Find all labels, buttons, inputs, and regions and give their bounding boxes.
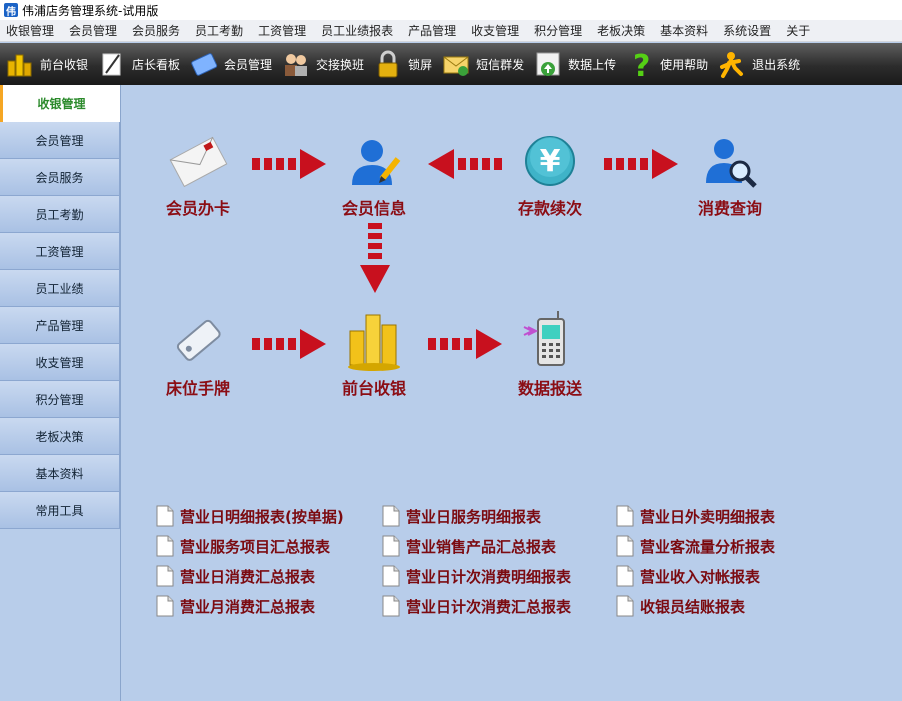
toolbar-manager-board-button[interactable]: 店长看板: [96, 43, 180, 85]
menu-points[interactable]: 积分管理: [534, 24, 583, 38]
lock-icon: [372, 48, 404, 80]
sidebar-item-cashier[interactable]: 收银管理: [0, 85, 120, 122]
card-icon: [188, 48, 220, 80]
people-icon: [280, 48, 312, 80]
report-customer-flow-analysis[interactable]: 营业客流量分析报表: [616, 535, 775, 557]
tag-icon: [166, 309, 230, 373]
pencil-icon: [96, 48, 128, 80]
toolbar-sms-button[interactable]: 短信群发: [440, 43, 524, 85]
report-monthly-consumption-summary[interactable]: 营业月消费汇总报表: [156, 595, 315, 617]
sidebar-item-points[interactable]: 积分管理: [0, 381, 120, 418]
toolbar: 前台收银 店长看板 会员管理 交接换班 锁屏 短信群发 数据上传: [0, 43, 902, 85]
upload-icon: [532, 48, 564, 80]
report-daily-count-consumption-detail[interactable]: 营业日计次消费明细报表: [382, 565, 571, 587]
menu-member-service[interactable]: 会员服务: [132, 24, 181, 38]
flow-consumption-query[interactable]: 消费查询: [698, 129, 762, 219]
sidebar-item-tools[interactable]: 常用工具: [0, 492, 120, 529]
toolbar-upload-button[interactable]: 数据上传: [532, 43, 616, 85]
report-daily-detail-by-receipt[interactable]: 营业日明细报表(按单据): [156, 505, 344, 527]
menu-attendance[interactable]: 员工考勤: [195, 24, 244, 38]
document-icon: [382, 565, 400, 587]
sidebar-item-income-expense[interactable]: 收支管理: [0, 344, 120, 381]
mobile-phone-icon: [518, 309, 582, 373]
menu-about[interactable]: 关于: [786, 24, 811, 38]
flow-data-send[interactable]: 数据报送: [518, 309, 582, 399]
sidebar-item-product[interactable]: 产品管理: [0, 307, 120, 344]
sidebar-item-performance[interactable]: 员工业绩: [0, 270, 120, 307]
arrow-card-to-info: [252, 149, 326, 179]
menu-salary[interactable]: 工资管理: [258, 24, 307, 38]
sidebar-item-basic-data[interactable]: 基本资料: [0, 455, 120, 492]
toolbar-exit-button[interactable]: 退出系统: [716, 43, 800, 85]
document-icon: [382, 505, 400, 527]
document-icon: [156, 505, 174, 527]
user-search-icon: [698, 129, 762, 193]
window-title: 伟浦店务管理系统-试用版: [22, 3, 159, 18]
toolbar-member-button[interactable]: 会员管理: [188, 43, 272, 85]
svg-text:?: ?: [633, 49, 650, 79]
arrow-info-to-cashier: [360, 223, 390, 293]
report-cashier-settlement[interactable]: 收银员结账报表: [616, 595, 745, 617]
document-icon: [156, 565, 174, 587]
report-product-sales-summary[interactable]: 营业销售产品汇总报表: [382, 535, 556, 557]
menu-product[interactable]: 产品管理: [408, 24, 457, 38]
main-panel: 会员办卡 会员信息 ¥ 存款续次 消费查询 床位手牌: [122, 85, 902, 701]
envelope-card-icon: [166, 129, 230, 193]
document-icon: [156, 595, 174, 617]
menu-bar: 收银管理 会员管理 会员服务 员工考勤 工资管理 员工业绩报表 产品管理 收支管…: [0, 20, 902, 42]
sidebar-item-member-service[interactable]: 会员服务: [0, 159, 120, 196]
menu-performance-report[interactable]: 员工业绩报表: [321, 24, 394, 38]
app-icon: 伟: [4, 3, 18, 18]
menu-member[interactable]: 会员管理: [69, 24, 118, 38]
menu-settings[interactable]: 系统设置: [723, 24, 772, 38]
report-daily-consumption-summary[interactable]: 营业日消费汇总报表: [156, 565, 315, 587]
arrow-deposit-to-info: [428, 149, 502, 179]
sidebar-item-salary[interactable]: 工资管理: [0, 233, 120, 270]
toolbar-help-button[interactable]: ? 使用帮助: [624, 43, 708, 85]
cash-register-icon: [4, 48, 36, 80]
user-edit-icon: [342, 129, 406, 193]
coins-icon: [342, 309, 406, 373]
toolbar-cashier-button[interactable]: 前台收银: [4, 43, 88, 85]
menu-cashier[interactable]: 收银管理: [6, 24, 55, 38]
help-icon: ?: [624, 48, 656, 80]
title-bar: 伟 伟浦店务管理系统-试用版: [0, 0, 902, 20]
sidebar-item-boss-decision[interactable]: 老板决策: [0, 418, 120, 455]
yuan-coin-icon: ¥: [518, 129, 582, 193]
toolbar-shift-button[interactable]: 交接换班: [280, 43, 364, 85]
report-income-reconciliation[interactable]: 营业收入对帐报表: [616, 565, 760, 587]
sms-icon: [440, 48, 472, 80]
document-icon: [616, 565, 634, 587]
flow-member-info[interactable]: 会员信息: [342, 129, 406, 219]
arrow-cashier-to-send: [428, 329, 502, 359]
menu-basic-data[interactable]: 基本资料: [660, 24, 709, 38]
arrow-tag-to-cashier: [252, 329, 326, 359]
exit-icon: [716, 48, 748, 80]
document-icon: [616, 595, 634, 617]
menu-income-expense[interactable]: 收支管理: [471, 24, 520, 38]
document-icon: [616, 505, 634, 527]
report-daily-takeout-detail[interactable]: 营业日外卖明细报表: [616, 505, 775, 527]
menu-boss-decision[interactable]: 老板决策: [597, 24, 646, 38]
document-icon: [382, 595, 400, 617]
arrow-deposit-to-query: [604, 149, 678, 179]
sidebar-item-attendance[interactable]: 员工考勤: [0, 196, 120, 233]
flow-front-cashier[interactable]: 前台收银: [342, 309, 406, 399]
flow-deposit[interactable]: ¥ 存款续次: [518, 129, 582, 219]
sidebar: 收银管理 会员管理 会员服务 员工考勤 工资管理 员工业绩 产品管理 收支管理 …: [0, 85, 121, 701]
toolbar-lock-button[interactable]: 锁屏: [372, 43, 432, 85]
yuan-symbol: ¥: [539, 143, 561, 179]
report-daily-count-consumption-summary[interactable]: 营业日计次消费汇总报表: [382, 595, 571, 617]
sidebar-item-member[interactable]: 会员管理: [0, 122, 120, 159]
document-icon: [382, 535, 400, 557]
flow-member-card[interactable]: 会员办卡: [166, 129, 230, 219]
document-icon: [616, 535, 634, 557]
document-icon: [156, 535, 174, 557]
report-daily-service-detail[interactable]: 营业日服务明细报表: [382, 505, 541, 527]
report-service-item-summary[interactable]: 营业服务项目汇总报表: [156, 535, 330, 557]
flow-bed-tag[interactable]: 床位手牌: [166, 309, 230, 399]
